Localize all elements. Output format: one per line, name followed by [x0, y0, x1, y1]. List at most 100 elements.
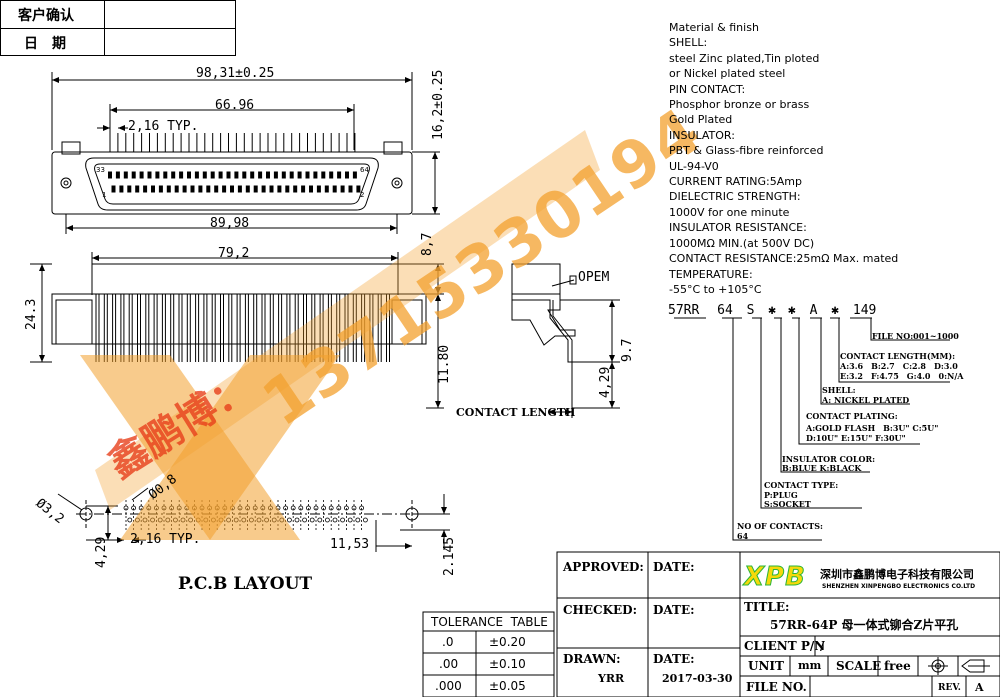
- pcb-pin-hole: [355, 517, 361, 523]
- pcb-pin-hole: [127, 517, 133, 523]
- pin-contact: [285, 185, 290, 193]
- approved-label: APPROVED:: [563, 560, 644, 574]
- spec-line: TEMPERATURE:: [669, 267, 753, 281]
- pcb-layout: [57, 487, 450, 552]
- scale-label: SCALE: [836, 659, 882, 673]
- pcb-pin-hole: [324, 517, 330, 523]
- spec-line: INSULATOR RESISTANCE:: [669, 221, 807, 235]
- tolerance-precision-2: .00: [439, 657, 459, 671]
- pin-contact: [202, 171, 207, 179]
- leg-plating: [798, 318, 920, 445]
- legend-type-title: CONTACT TYPE:: [764, 480, 839, 490]
- part-code: 57RR 64 S ✱ ✱ A ✱ 149: [668, 303, 876, 318]
- spec-line: CONTACT RESISTANCE:25mΩ Max. mated: [669, 252, 899, 266]
- dim-overall-width: 98,31±0.25: [196, 66, 275, 81]
- pin-contact: [226, 171, 231, 179]
- part-code-file: 149: [852, 303, 877, 318]
- dim-429-pcb: 4,29: [94, 536, 109, 568]
- pcb-pin-hole: [195, 517, 201, 523]
- legend-plating-l1: A:GOLD FLASH B:3U" C:5U": [806, 423, 939, 433]
- dim-87: 8,7: [420, 232, 435, 256]
- pin-contact: [171, 171, 176, 179]
- rev-value: A: [975, 681, 984, 694]
- leg-length: [838, 318, 950, 383]
- title-label: TITLE:: [744, 600, 790, 614]
- pin-contact: [293, 185, 298, 193]
- pin-contact: [230, 185, 234, 193]
- part-code-series: 57RR: [668, 303, 700, 318]
- pin-contact: [269, 185, 274, 193]
- dim-79: 79,2: [218, 246, 250, 261]
- pin-contact: [187, 171, 191, 179]
- pin-contact: [131, 171, 136, 179]
- leg-shell: [820, 318, 910, 405]
- spec-line: 1000MΩ MIN.(at 500V DC): [669, 236, 815, 250]
- pcb-pin-hole: [286, 517, 292, 523]
- pin-contact: [316, 185, 321, 193]
- pcb-pin-hole: [256, 517, 262, 523]
- pin-contact: [151, 185, 155, 193]
- pin-contact: [108, 171, 112, 179]
- pcb-pin-hole: [362, 517, 368, 523]
- dim-97: 9.7: [620, 338, 635, 362]
- pin-contact: [174, 185, 179, 193]
- pin-contact: [139, 171, 144, 179]
- legend-contacts-l1: 64: [737, 531, 749, 541]
- pin-contact: [198, 185, 203, 193]
- pin-contact: [190, 185, 195, 193]
- tab-right: [383, 141, 403, 155]
- spec-line: -55°C to +105°C: [669, 282, 762, 296]
- tolerance-precision-3: .000: [435, 679, 462, 693]
- leg-contacts: [732, 318, 822, 541]
- pin-contact: [345, 171, 349, 179]
- profile-body: [511, 293, 576, 346]
- legend-insulator-l1: B:BLUE K:BLACK: [782, 463, 862, 473]
- pcb-pin-hole: [165, 517, 171, 523]
- drawn-by: YRR: [598, 672, 625, 685]
- date-approved-label: DATE:: [653, 560, 695, 574]
- pin-contact: [332, 185, 337, 193]
- front-pin-rows: [108, 133, 361, 193]
- profile-top: [511, 263, 561, 295]
- leg-file: [870, 318, 950, 341]
- pcb-pin-hole: [172, 517, 178, 523]
- pin-contact: [163, 171, 168, 179]
- pin-contact: [115, 171, 120, 179]
- pin-contact: [218, 171, 223, 179]
- legend-insulator-title: INSULATOR COLOR:: [782, 454, 876, 464]
- dim-pitch-bottom: 2,16 TYP.: [130, 532, 201, 547]
- pcb-layout-title: P.C.B LAYOUT: [178, 574, 313, 594]
- pin-contact: [324, 185, 329, 193]
- pin-label-2: 2: [360, 191, 365, 199]
- opem-leader: [551, 279, 575, 287]
- pin-contact: [234, 171, 239, 179]
- pin-contact: [261, 185, 266, 193]
- mount-hole-left-in: [63, 180, 69, 186]
- spec-line: Gold Plated: [669, 113, 733, 127]
- title-value: 57RR-64P 母一体式铆合Z片平孔: [770, 618, 959, 632]
- checked-label: CHECKED:: [563, 603, 637, 617]
- part-code-insulator: ✱: [768, 303, 777, 318]
- spec-line: Material & finish: [669, 21, 759, 34]
- tolerance-value-2: ±0.10: [489, 657, 526, 671]
- hole32-leader: [57, 493, 83, 511]
- date-drawn-label: DATE:: [653, 652, 695, 666]
- pcb-pin-hole: [241, 517, 247, 523]
- confirm-divider-v: [104, 0, 105, 56]
- pin-contact: [222, 185, 227, 193]
- pin-contact: [127, 185, 132, 193]
- customer-confirm-label: 客户确认: [18, 8, 74, 24]
- spec-line: Phosphor bronze or brass: [669, 98, 810, 112]
- pcb-pin-hole: [302, 517, 308, 523]
- pin-contact: [258, 171, 263, 179]
- part-code-shell: A: [809, 303, 818, 318]
- pin-contact: [250, 171, 255, 179]
- pin-contact: [158, 185, 163, 193]
- d-shell-outer: [85, 157, 379, 211]
- legend-length-l1: A:3.6 B:2.7 C:2.8 D:3.0: [840, 361, 958, 371]
- pcb-pin-hole: [347, 517, 353, 523]
- front-view: [51, 72, 440, 234]
- date-label-cn: 日 期: [24, 36, 66, 52]
- dim-66: 66.96: [215, 98, 255, 113]
- spec-line: UL-94-V0: [669, 159, 719, 173]
